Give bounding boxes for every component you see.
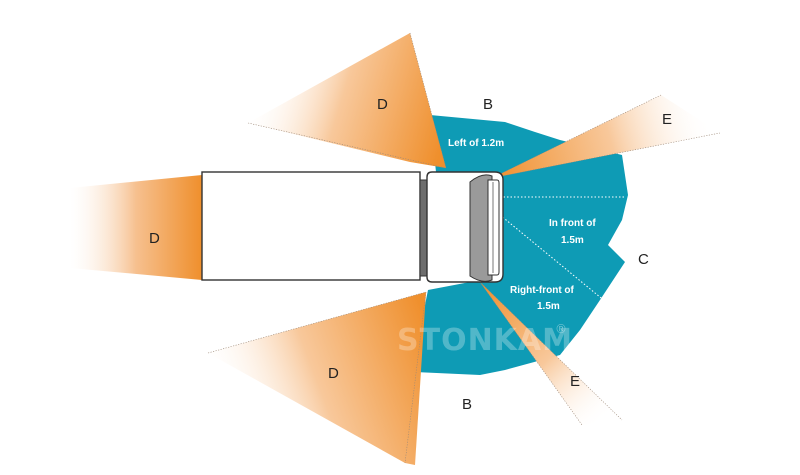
truck-trailer — [201, 171, 421, 281]
label-front-range-line2: 1.5m — [561, 235, 584, 246]
label-front-range-line1: In front of — [549, 218, 596, 229]
label-right-front-range-line2: 1.5m — [537, 301, 560, 312]
camera-cone-e-right — [492, 95, 720, 178]
zone-label-d-top: D — [377, 96, 388, 113]
zone-label-e-right: E — [662, 111, 672, 128]
label-left-range: Left of 1.2m — [448, 138, 504, 149]
label-right-front-range-line1: Right-front of — [510, 285, 575, 296]
truck-cab — [426, 171, 504, 283]
zone-label-b-bottom: B — [462, 396, 472, 413]
camera-cone-e-bottom — [480, 282, 622, 425]
zone-label-b-top: B — [483, 96, 493, 113]
zone-label-d-rear: D — [149, 230, 160, 247]
zone-label-c: C — [638, 251, 649, 268]
watermark-brand: STONKAM — [397, 323, 573, 358]
camera-cone-d-rear — [70, 175, 202, 280]
camera-cone-d-bottom — [208, 292, 426, 465]
monitored-zone — [415, 115, 628, 375]
cone-edge-lines — [207, 32, 721, 464]
camera-cone-d-top — [248, 33, 446, 168]
zone-label-d-bottom: D — [328, 365, 339, 382]
zone-label-e-bottom: E — [570, 373, 580, 390]
watermark-registered-mark: ® — [555, 322, 567, 336]
